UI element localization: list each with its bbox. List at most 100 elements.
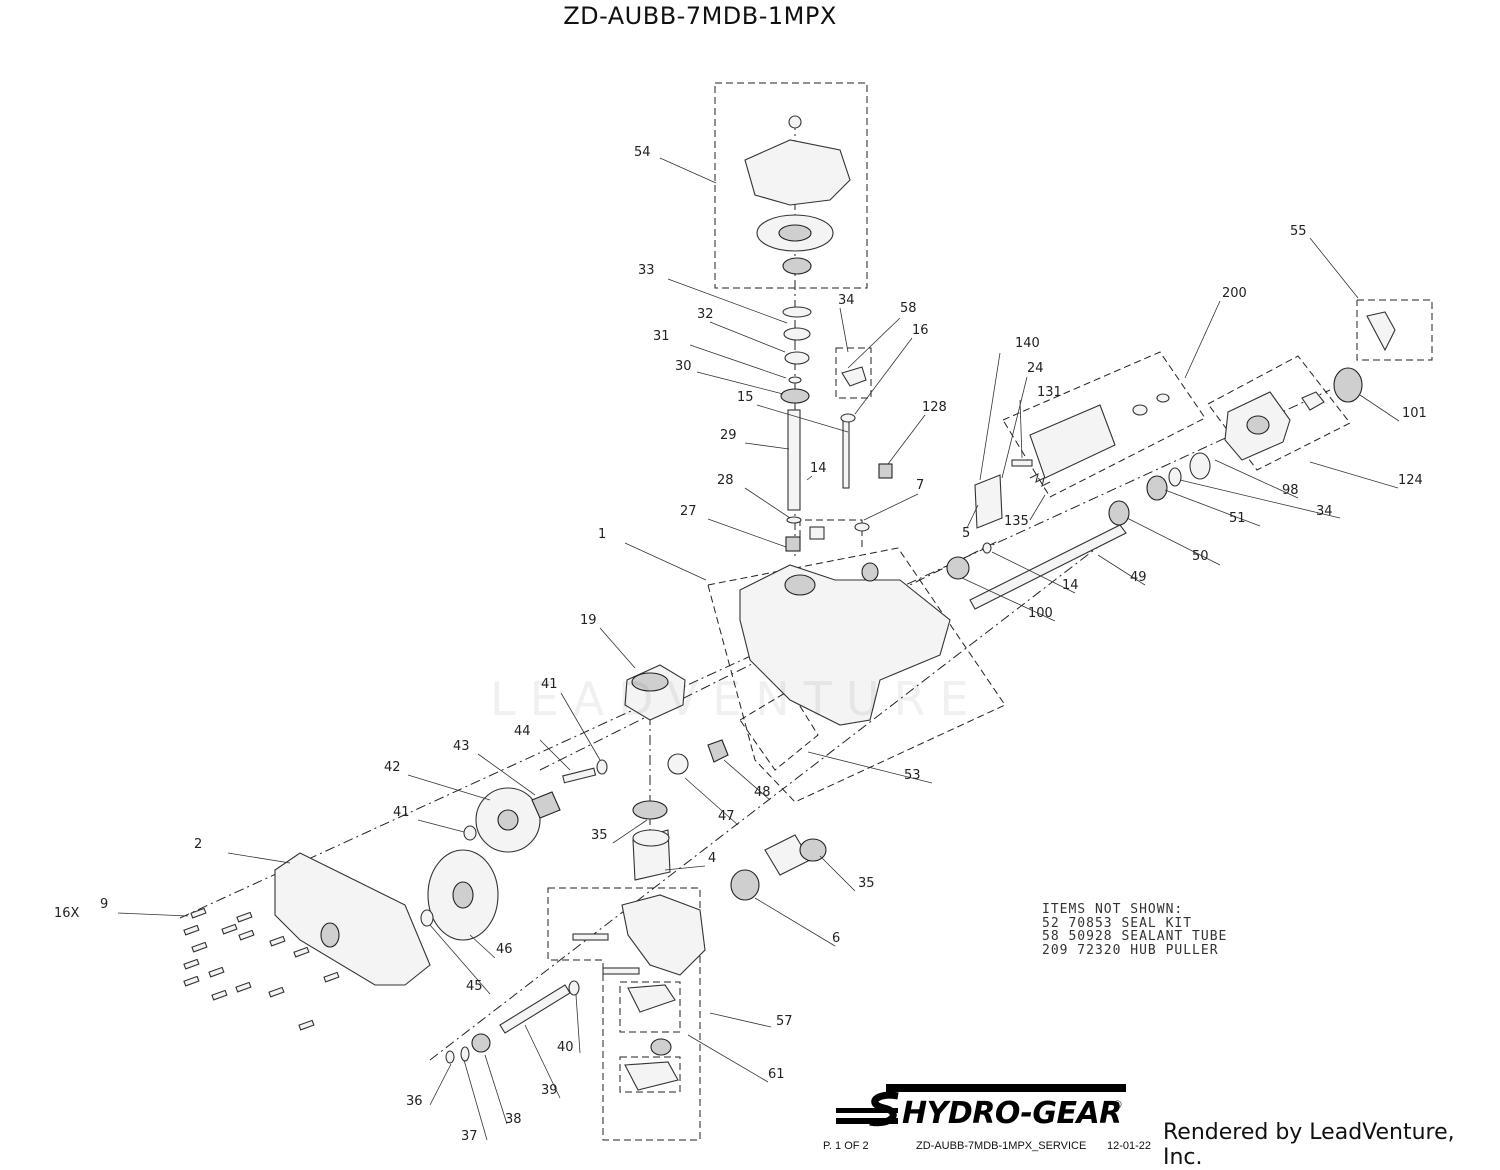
- nut-48: [707, 739, 729, 763]
- callout-38: 38: [505, 1112, 522, 1127]
- callout-42: 42: [384, 760, 401, 775]
- leader-line: [469, 934, 496, 959]
- leader-line: [1184, 300, 1221, 379]
- callout-61: 61: [768, 1067, 785, 1082]
- callout-4: 4: [708, 851, 716, 866]
- leader-line: [991, 551, 1076, 594]
- notes-heading: ITEMS NOT SHOWN:: [1042, 902, 1184, 917]
- leader-line: [684, 777, 739, 826]
- gear-42-hub: [497, 809, 519, 831]
- washer-34: [1168, 467, 1182, 487]
- leader-line: [1309, 237, 1359, 299]
- callout-34b: 34: [1316, 504, 1333, 519]
- bypass-kit-box: [835, 347, 872, 399]
- logo-s-mark: [869, 1091, 899, 1127]
- leader-line: [659, 157, 717, 184]
- fan-nut: [788, 115, 802, 129]
- callout-32: 32: [697, 307, 714, 322]
- footer-document-id: ZD-AUBB-7MDB-1MPX_SERVICE: [916, 1140, 1087, 1152]
- callout-15: 15: [737, 390, 754, 405]
- callout-55: 55: [1290, 224, 1307, 239]
- bypass-arm: [841, 366, 867, 387]
- brake-washer: [1132, 404, 1148, 416]
- leader-line: [1001, 376, 1028, 479]
- pulley-hub: [782, 257, 812, 275]
- callout-28: 28: [717, 473, 734, 488]
- leader-line: [429, 924, 491, 995]
- washer-37: [460, 1046, 470, 1062]
- fan-pulley-kit-box: [714, 82, 868, 289]
- filter-61: [627, 984, 676, 1013]
- callout-49: 49: [1130, 570, 1147, 585]
- axle-bearing-51: [1146, 475, 1168, 501]
- callout-39: 39: [541, 1083, 558, 1098]
- pulley-inner: [778, 224, 812, 242]
- callout-53: 53: [904, 768, 921, 783]
- hub-puller: [1366, 311, 1396, 352]
- valve-plate: [624, 1061, 679, 1091]
- hub-bore: [1246, 415, 1270, 435]
- cover-bolt: [323, 971, 340, 983]
- callout-31: 31: [653, 329, 670, 344]
- callout-33: 33: [638, 263, 655, 278]
- cover-bolt: [269, 935, 286, 947]
- input-shaft: [787, 409, 801, 511]
- callout-50: 50: [1192, 549, 1209, 564]
- input-bearing: [780, 388, 810, 404]
- leader-line: [847, 317, 901, 369]
- cover-bolt: [221, 923, 238, 935]
- page-title: ZD-AUBB-7MDB-1MPX: [563, 2, 837, 30]
- cover-bolt: [190, 907, 207, 919]
- leader-line: [979, 352, 1001, 481]
- housing-port: [784, 574, 816, 596]
- callout-14b: 14: [1062, 578, 1079, 593]
- leader-line: [1029, 494, 1046, 521]
- callout-30: 30: [675, 359, 692, 374]
- callout-140: 140: [1015, 336, 1040, 351]
- ring-45: [420, 909, 434, 927]
- callout-46: 46: [496, 942, 513, 957]
- callout-48: 48: [754, 785, 771, 800]
- valve-subkit-box: [619, 1056, 681, 1093]
- callout-37: 37: [461, 1129, 478, 1144]
- registered-mark: ®: [1112, 1098, 1123, 1111]
- hub-nut: [1301, 391, 1325, 411]
- callout-57: 57: [776, 1014, 793, 1029]
- axle-bearing-50: [1108, 500, 1130, 526]
- footer-date: 12-01-22: [1107, 1140, 1152, 1152]
- leader-line: [1019, 399, 1023, 459]
- leader-line: [863, 493, 919, 521]
- callout-2: 2: [194, 837, 202, 852]
- leader-line: [1164, 489, 1261, 527]
- leadventure-watermark: LEADVENTURE: [490, 672, 983, 726]
- callout-128: 128: [922, 400, 947, 415]
- ring-40: [568, 980, 580, 996]
- callout-200: 200: [1222, 286, 1247, 301]
- leader-line: [709, 1012, 772, 1028]
- bushing-bracket: [809, 526, 825, 540]
- leader-line: [839, 307, 849, 353]
- retaining-ring: [782, 306, 812, 318]
- bypass-seal: [840, 413, 856, 423]
- callout-19: 19: [580, 613, 597, 628]
- gasket-kit-box: [739, 689, 819, 771]
- callout-36: 36: [406, 1094, 423, 1109]
- washer-41a: [596, 759, 608, 775]
- leader-line: [624, 542, 707, 581]
- bushing-128: [878, 463, 893, 479]
- callout-14a: 14: [810, 461, 827, 476]
- o-ring-a: [788, 376, 802, 384]
- cover-bolt: [191, 941, 208, 953]
- thrust-bearing-35a: [632, 800, 668, 820]
- leader-line: [560, 692, 601, 761]
- pinion-43: [531, 791, 561, 819]
- tool-kit-box: [1356, 299, 1433, 361]
- callout-34a: 34: [838, 293, 855, 308]
- callout-35b: 35: [858, 876, 875, 891]
- group-outlines: [547, 82, 1433, 1141]
- shaft-spline: [785, 536, 801, 552]
- brake-spring: [1029, 472, 1051, 488]
- callout-35a: 35: [591, 828, 608, 843]
- hydro-gear-wordmark: HYDRO-GEAR: [902, 1096, 1122, 1131]
- check-valve: [650, 1038, 672, 1056]
